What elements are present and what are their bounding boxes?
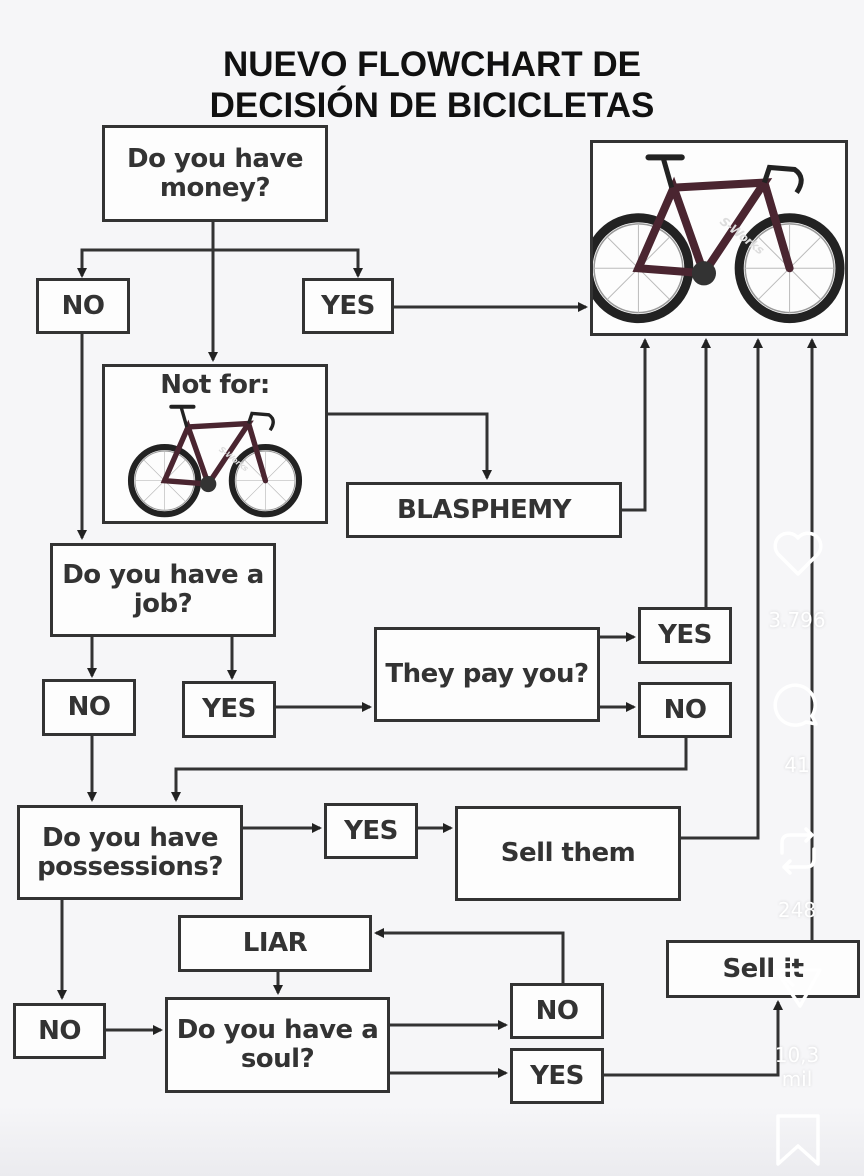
node-soul-no: NO: [510, 983, 604, 1039]
shares-count: 10,3 mil: [774, 1043, 820, 1091]
node-not-for: Not for: S-Works: [102, 364, 328, 524]
reposts-count: 248: [777, 898, 817, 922]
node-soul-yes: YES: [510, 1048, 604, 1104]
node-sell-it: Sell it: [666, 940, 860, 998]
node-blasphemy: BLASPHEMY: [346, 482, 622, 538]
node-job-yes: YES: [182, 681, 276, 738]
node-job-no: NO: [42, 679, 136, 736]
node-soul: Do you have a soul?: [165, 997, 390, 1093]
node-possessions: Do you have possessions?: [17, 805, 243, 900]
title-line-1: NUEVO FLOWCHART DE: [222, 45, 642, 84]
not-for-label: Not for:: [160, 370, 270, 400]
bookmark-icon[interactable]: [772, 1112, 824, 1168]
node-pay-yes: YES: [638, 607, 732, 664]
node-possessions-no: NO: [13, 1003, 106, 1059]
repost-icon[interactable]: [772, 825, 824, 877]
bike-image: S-Works: [590, 140, 845, 336]
node-liar: LIAR: [178, 915, 372, 972]
node-pay: They pay you?: [374, 627, 600, 722]
bike-image: S-Works: [110, 400, 320, 521]
comments-count: 41: [784, 753, 810, 777]
bottom-fade: [0, 1105, 864, 1176]
node-money: Do you have money?: [102, 125, 328, 222]
heart-icon[interactable]: [772, 530, 824, 578]
node-target-bike: S-Works: [590, 140, 848, 336]
node-money-yes: YES: [302, 278, 394, 334]
comment-icon[interactable]: [772, 680, 824, 732]
title-line-2: DECISIÓN DE BICICLETAS: [209, 86, 655, 125]
node-sell-them: Sell them: [455, 806, 681, 901]
node-pay-no: NO: [638, 682, 732, 738]
node-job: Do you have a job?: [50, 543, 276, 637]
node-possessions-yes: YES: [324, 803, 418, 859]
node-money-no: NO: [36, 278, 130, 334]
send-icon[interactable]: [772, 962, 824, 1014]
likes-count: 3.796: [768, 608, 826, 632]
